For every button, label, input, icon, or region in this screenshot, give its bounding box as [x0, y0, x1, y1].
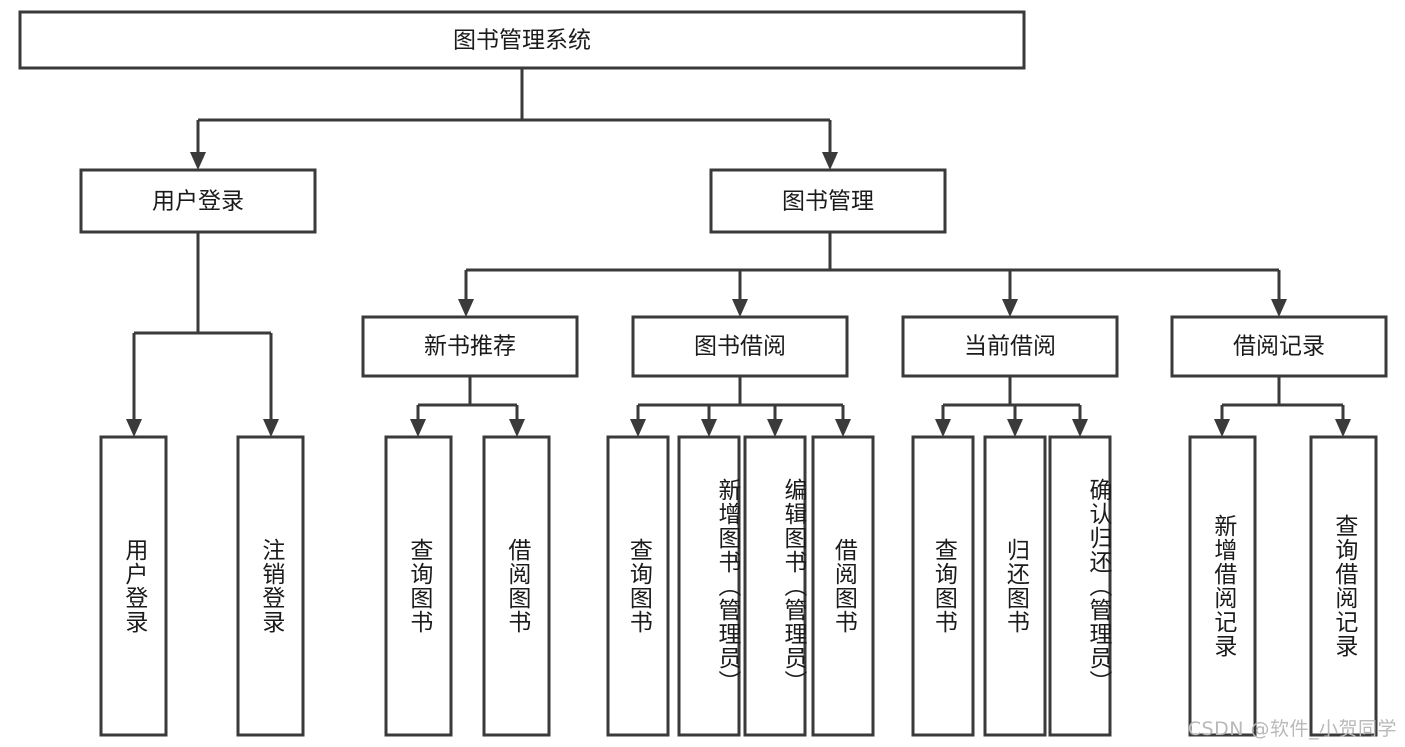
leaf-box-add-book-admin[interactable]: [677, 435, 741, 737]
watermark-text: CSDN @软件_小贺同学: [1187, 718, 1397, 740]
node-book-borrow[interactable]: 图书借阅: [631, 315, 849, 378]
arrow-icon-user-login-leaf-2: [263, 419, 279, 437]
node-book-mgmt-label: 图书管理: [782, 189, 874, 215]
leaf-box-query-borrow-record[interactable]: [1309, 435, 1378, 737]
edge-group-root: [190, 68, 838, 170]
node-root[interactable]: 图书管理系统: [18, 10, 1026, 70]
arrow-icon-current-borrow-leaf-3: [1072, 419, 1088, 437]
arrow-icon-book-mgmt-child-4: [1271, 299, 1287, 317]
arrow-icon-borrow-leaf-4: [835, 419, 851, 437]
leaf-box-query-book-borrow[interactable]: [606, 435, 670, 737]
node-user-login-label: 用户登录: [152, 189, 244, 215]
edge-group-borrow-record: [1214, 376, 1351, 437]
node-borrow-record-box[interactable]: [1170, 315, 1388, 378]
edge-group-borrow: [630, 376, 851, 437]
leaf-box-return-book[interactable]: [983, 435, 1047, 737]
node-borrow-record-label: 借阅记录: [1233, 334, 1325, 360]
arrow-icon-root-to-user-login: [190, 152, 206, 170]
arrow-icon-borrow-leaf-2: [701, 419, 717, 437]
node-new-book-recommend-box[interactable]: [361, 315, 579, 378]
arrow-icon-root-to-book-mgmt: [822, 152, 838, 170]
node-book-mgmt[interactable]: 图书管理: [709, 168, 947, 234]
leaf-box-logout[interactable]: [236, 435, 305, 737]
node-book-borrow-label: 图书借阅: [694, 334, 786, 360]
node-book-borrow-box[interactable]: [631, 315, 849, 378]
leaf-box-add-borrow-record[interactable]: [1188, 435, 1257, 737]
edge-group-new-book: [410, 376, 525, 437]
node-new-book-recommend[interactable]: 新书推荐: [361, 315, 579, 378]
leaf-box-borrow-book-recommend[interactable]: [482, 435, 551, 737]
arrow-icon-book-mgmt-child-1: [458, 299, 474, 317]
node-current-borrow-label: 当前借阅: [964, 334, 1056, 360]
arrow-icon-book-mgmt-child-2: [732, 299, 748, 317]
arrow-icon-borrow-leaf-3: [767, 419, 783, 437]
node-user-login[interactable]: 用户登录: [79, 168, 317, 234]
arrow-icon-current-borrow-leaf-1: [935, 419, 951, 437]
node-current-borrow-box[interactable]: [901, 315, 1119, 378]
arrow-icon-new-book-leaf-1: [410, 419, 426, 437]
leaf-box-query-book-current[interactable]: [911, 435, 975, 737]
edge-group-book-mgmt: [458, 232, 1287, 317]
arrow-icon-borrow-record-leaf-1: [1214, 419, 1230, 437]
node-root-box[interactable]: [18, 10, 1026, 70]
edge-group-current-borrow: [935, 376, 1088, 437]
arrow-icon-borrow-leaf-1: [630, 419, 646, 437]
leaf-box-query-book-recommend[interactable]: [384, 435, 453, 737]
leaf-box-user-login[interactable]: [99, 435, 168, 737]
node-current-borrow[interactable]: 当前借阅: [901, 315, 1119, 378]
node-user-login-box[interactable]: [79, 168, 317, 234]
edge-group-user-login: [126, 232, 279, 437]
leaf-box-edit-book-admin[interactable]: [743, 435, 807, 737]
node-root-label: 图书管理系统: [453, 28, 591, 54]
arrow-icon-book-mgmt-child-3: [1002, 299, 1018, 317]
node-borrow-record[interactable]: 借阅记录: [1170, 315, 1388, 378]
leaf-box-confirm-return-admin[interactable]: [1048, 435, 1112, 737]
arrow-icon-user-login-leaf-1: [126, 419, 142, 437]
arrow-icon-borrow-record-leaf-2: [1335, 419, 1351, 437]
node-book-mgmt-box[interactable]: [709, 168, 947, 234]
arrow-icon-new-book-leaf-2: [509, 419, 525, 437]
arrow-icon-current-borrow-leaf-2: [1007, 419, 1023, 437]
leaf-box-borrow-book[interactable]: [811, 435, 875, 737]
node-new-book-recommend-label: 新书推荐: [424, 334, 516, 360]
